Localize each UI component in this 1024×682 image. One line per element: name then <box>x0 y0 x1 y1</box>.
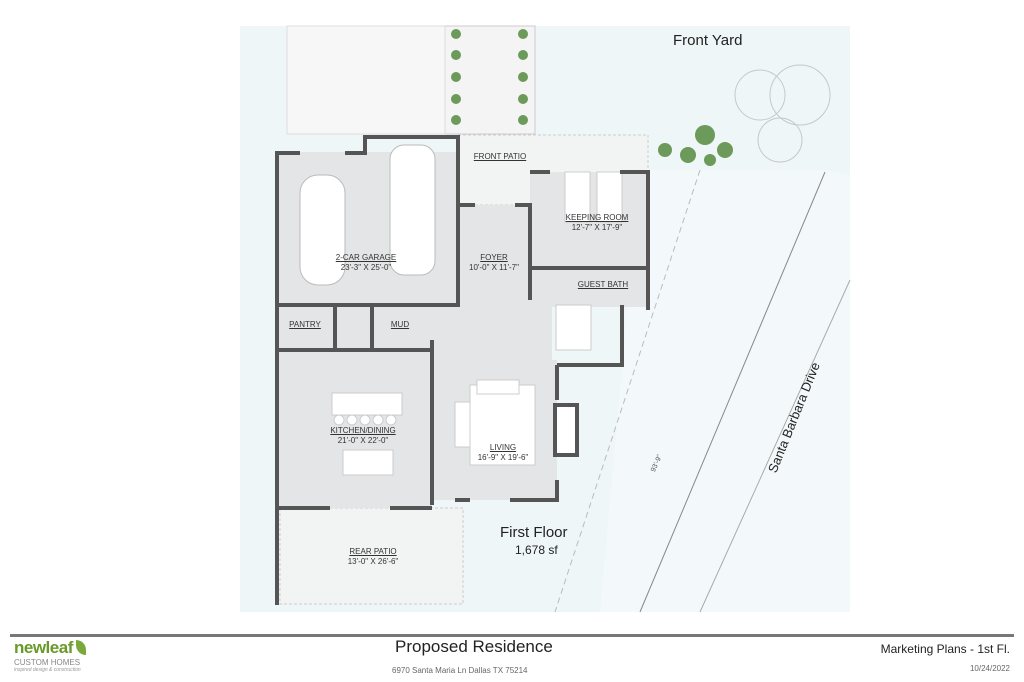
room-pantry: PANTRY <box>289 320 321 329</box>
car-left <box>299 174 346 286</box>
curb-line <box>699 279 851 613</box>
footer-divider <box>10 634 1014 637</box>
floor-area: 1,678 sf <box>515 543 558 557</box>
company-logo: newleaf CUSTOM HOMES inspired design & c… <box>14 638 86 673</box>
room-guest-bath: GUEST BATH <box>577 280 629 289</box>
floor-title: First Floor <box>500 524 568 541</box>
sheet-name: Marketing Plans - 1st Fl. <box>880 642 1010 656</box>
room-front-patio: FRONT PATIO <box>473 152 527 161</box>
sheet-date: 10/24/2022 <box>969 664 1010 673</box>
car-right <box>389 144 436 276</box>
sheet-title: Proposed Residence <box>395 637 553 656</box>
project-address: 6970 Santa Maria Ln Dallas TX 75214 <box>392 666 528 675</box>
walls <box>275 135 650 605</box>
interior-floor <box>277 152 648 508</box>
room-mud: MUD <box>390 320 410 329</box>
property-line <box>639 171 826 613</box>
front-yard-label: Front Yard <box>673 32 743 49</box>
tree-icons <box>734 64 831 163</box>
leaf-icon <box>76 640 86 655</box>
rear-patio <box>279 507 464 605</box>
